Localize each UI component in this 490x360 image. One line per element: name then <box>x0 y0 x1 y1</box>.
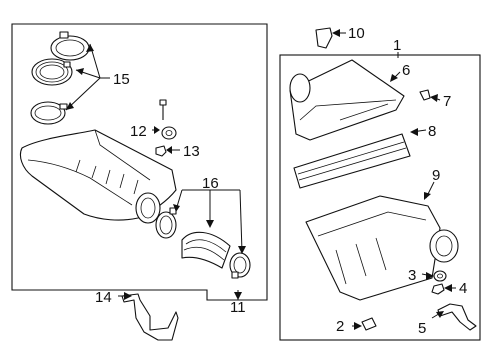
nut-4 <box>431 283 445 295</box>
arrowheads <box>66 29 452 330</box>
grommet-3 <box>433 270 447 282</box>
lower-air-box-9 <box>305 195 459 301</box>
callout-16: 16 <box>202 175 219 192</box>
hose-16 <box>181 231 231 269</box>
callout-7: 7 <box>443 93 451 110</box>
callout-9: 9 <box>432 167 440 184</box>
callout-3: 3 <box>408 267 416 284</box>
left-group-box <box>11 23 268 301</box>
callout-15: 15 <box>113 71 130 88</box>
clamp-top <box>50 31 90 61</box>
callout-11: 11 <box>230 299 246 316</box>
callout-2: 2 <box>336 318 344 335</box>
filter-element-8 <box>293 133 411 189</box>
clip-7 <box>419 89 431 101</box>
right-group-box <box>279 54 481 341</box>
clamp-middle <box>31 58 73 86</box>
callout-5: 5 <box>418 320 426 337</box>
callout-13: 13 <box>183 143 200 160</box>
callout-1: 1 <box>393 37 401 54</box>
callout-4: 4 <box>459 280 467 297</box>
bolt-12 <box>159 99 167 120</box>
clip-2 <box>361 317 377 331</box>
intake-duct <box>19 129 177 224</box>
callout-8: 8 <box>428 123 436 140</box>
clamp-16b <box>229 252 251 279</box>
callout-10: 10 <box>348 25 365 42</box>
clamp-bottom <box>30 101 68 125</box>
callout-6: 6 <box>402 62 410 79</box>
sensor-10 <box>315 27 333 49</box>
callout-14: 14 <box>95 289 112 306</box>
air-box-cover-6 <box>289 59 405 141</box>
bracket-5 <box>437 303 477 331</box>
callout-12: 12 <box>130 123 147 140</box>
grommet-12 <box>161 126 177 140</box>
bracket-14 <box>121 293 179 341</box>
nut-13 <box>155 145 167 157</box>
